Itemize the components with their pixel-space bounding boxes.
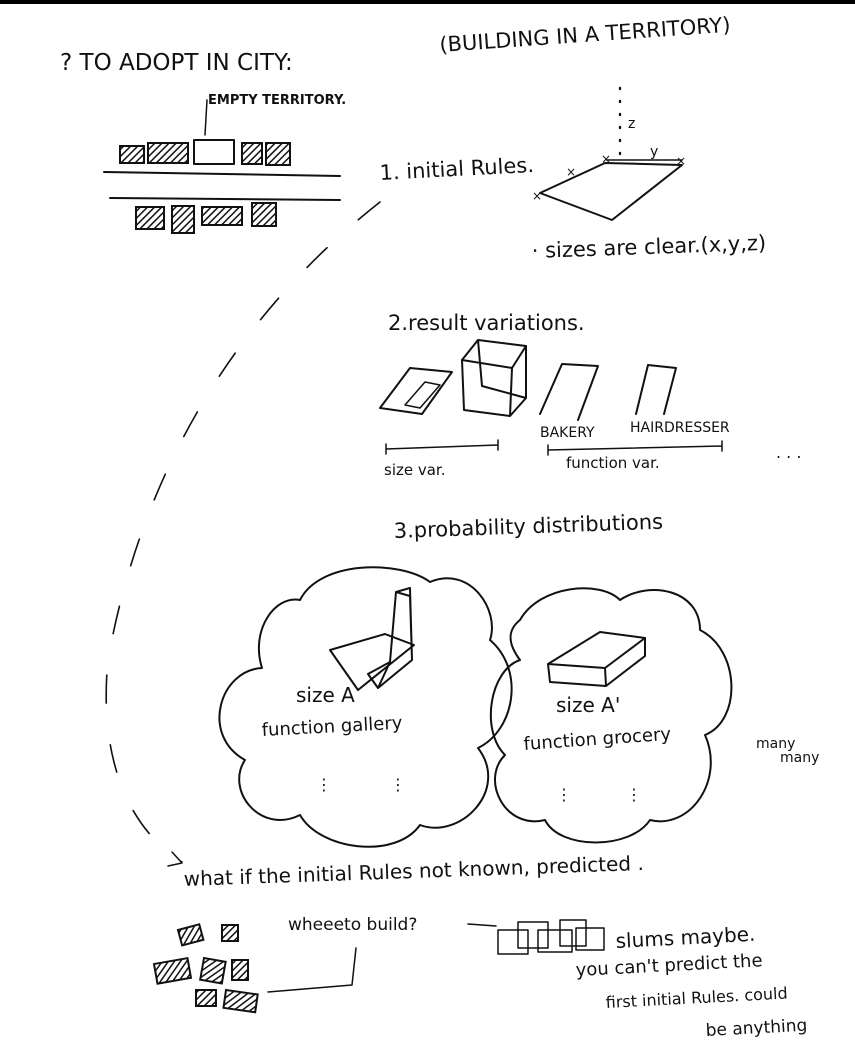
cloud-left-dots: ⋮ — [390, 775, 406, 794]
label-leader-line — [204, 99, 208, 136]
step-2-title: 2.result variations. — [388, 311, 585, 335]
cloud-right — [489, 587, 733, 844]
many-line-2: many — [780, 750, 819, 766]
function-var-range — [547, 440, 723, 456]
step-1-title: 1. initial Rules. — [379, 153, 535, 185]
bakery-label: BAKERY — [540, 425, 595, 441]
where-leader-line — [267, 947, 357, 993]
axis-z-label: z — [628, 116, 635, 132]
slums-line-4: be anything — [705, 1016, 808, 1041]
hatched-building — [201, 206, 243, 226]
hatched-building — [251, 202, 277, 227]
hatched-building — [147, 142, 189, 164]
street-line — [103, 171, 341, 177]
step-1-note: · sizes are clear.(x,y,z) — [531, 231, 766, 263]
dashed-curve — [105, 201, 381, 863]
street-sketch: EMPTY TERRITORY. — [103, 93, 346, 234]
header-subtitle: (BUILDING IN A TERRITORY) — [439, 13, 732, 57]
slums-line-3: first initial Rules. could — [605, 983, 788, 1012]
slum-sketch — [497, 919, 605, 955]
hatched-building — [135, 206, 165, 230]
hatched-building — [241, 142, 263, 165]
question-text: what if the initial Rules not known, pre… — [183, 851, 644, 891]
many-line-1: many — [756, 736, 795, 752]
hatched-building — [265, 142, 291, 166]
size-var-label: size var. — [384, 461, 445, 479]
empty-territory-label: EMPTY TERRITORY. — [208, 93, 346, 108]
cloud-left-function: function gallery — [261, 713, 403, 741]
size-var-range — [385, 439, 499, 455]
cloud-right-dots: ⋮ — [626, 785, 642, 804]
more-ellipsis: . . . — [776, 443, 801, 462]
cloud-left — [218, 566, 513, 848]
function-var-label: function var. — [566, 454, 660, 472]
dash-to-slums — [467, 923, 497, 927]
header-title: ? TO ADOPT IN CITY: — [60, 50, 293, 76]
cloud-right-function: function grocery — [523, 724, 672, 755]
slums-line-1: slums maybe. — [615, 922, 756, 953]
svg-text:×: × — [601, 152, 611, 166]
hatched-building — [171, 205, 195, 234]
cloud-left-dots: ⋮ — [316, 775, 332, 794]
empty-lot — [193, 139, 235, 165]
variation-sketches — [379, 339, 677, 421]
cloud-right-dots: ⋮ — [556, 785, 572, 804]
svg-text:×: × — [532, 189, 542, 203]
cloud-right-size: size A' — [556, 693, 620, 717]
curve-arrowhead — [167, 851, 183, 867]
hatched-building — [119, 145, 145, 164]
svg-text:×: × — [676, 154, 686, 168]
hairdresser-label: HAIRDRESSER — [630, 420, 730, 436]
scattered-buildings — [152, 923, 259, 1014]
svg-text:×: × — [566, 165, 576, 179]
step-3-title: 3.probability distributions — [393, 510, 663, 543]
street-line — [109, 197, 341, 201]
where-label: wheeeto build? — [288, 915, 417, 935]
cloud-left-size: size A — [296, 683, 355, 707]
initial-rules-plot: z y × × × × — [532, 86, 686, 221]
slums-line-2: you can't predict the — [575, 950, 763, 981]
axis-y-label: y — [650, 144, 658, 160]
